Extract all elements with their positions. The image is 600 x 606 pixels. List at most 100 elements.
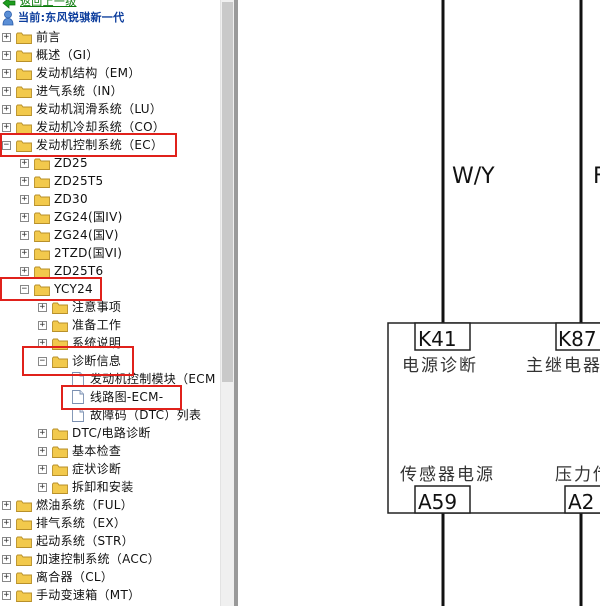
expand-toggle-icon[interactable]: + [38, 446, 47, 456]
expand-toggle-icon[interactable]: + [38, 320, 47, 330]
tree-folder-item[interactable]: + 起动系统（STR） [0, 532, 220, 550]
collapse-toggle-icon[interactable]: − [20, 284, 29, 294]
tree-item-label[interactable]: 燃油系统（FUL） [36, 498, 134, 512]
tree-item-label[interactable]: 概述（GI） [36, 48, 99, 62]
expand-toggle-icon[interactable]: + [2, 500, 11, 510]
collapse-toggle-icon[interactable]: − [2, 140, 11, 150]
tree-item-label[interactable]: 发动机结构（EM） [36, 66, 141, 80]
expand-toggle-icon[interactable]: + [20, 212, 29, 222]
tree-folder-item[interactable]: − 发动机控制系统（EC） [0, 136, 220, 154]
scrollbar-thumb[interactable] [222, 2, 233, 382]
back-link-label[interactable]: 返回上一级 [20, 0, 77, 8]
tree-folder-item[interactable]: + ZD25 [0, 154, 220, 172]
tree-item-label[interactable]: 拆卸和安装 [72, 480, 134, 494]
tree-folder-item[interactable]: + 进气系统（IN） [0, 82, 220, 100]
tree-item-label[interactable]: 起动系统（STR） [36, 534, 134, 548]
expand-toggle-icon[interactable]: + [20, 158, 29, 168]
folder-icon [34, 193, 50, 206]
tree-item-label[interactable]: 加速控制系统（ACC） [36, 552, 161, 566]
tree-folder-item[interactable]: − 诊断信息 [0, 352, 220, 370]
tree-item-label[interactable]: ZD25 [54, 156, 88, 170]
tree-doc-item[interactable]: 线路图-ECM- [0, 388, 220, 406]
expand-toggle-icon[interactable]: + [2, 86, 11, 96]
tree-scrollbar[interactable] [220, 0, 234, 606]
folder-icon [16, 67, 32, 80]
collapse-toggle-icon[interactable]: − [38, 356, 47, 366]
tree-folder-item[interactable]: + 离合器（CL） [0, 568, 220, 586]
open-folder-icon [16, 139, 32, 152]
folder-icon [16, 517, 32, 530]
tree-folder-item[interactable]: + 排气系统（EX） [0, 514, 220, 532]
expand-toggle-icon[interactable]: + [2, 68, 11, 78]
tree-item-label[interactable]: 进气系统（IN） [36, 84, 123, 98]
expand-toggle-icon[interactable]: + [2, 122, 11, 132]
tree-folder-item[interactable]: − YCY24 [0, 280, 220, 298]
tree-item-label[interactable]: ZD25T5 [54, 174, 104, 188]
folder-icon [34, 265, 50, 278]
tree-item-label[interactable]: 诊断信息 [72, 354, 122, 368]
expand-toggle-icon[interactable]: + [2, 50, 11, 60]
tree-folder-item[interactable]: + ZG24(国IV) [0, 208, 220, 226]
tree-doc-item[interactable]: 故障码（DTC）列表 [0, 406, 220, 424]
folder-icon [34, 175, 50, 188]
tree-folder-item[interactable]: + 症状诊断 [0, 460, 220, 478]
expand-toggle-icon[interactable]: + [20, 266, 29, 276]
tree-item-label[interactable]: ZG24(国V) [54, 228, 119, 242]
tree-folder-item[interactable]: + 手动变速箱（MT） [0, 586, 220, 604]
tree-folder-item[interactable]: + ZD25T5 [0, 172, 220, 190]
expand-toggle-icon[interactable]: + [20, 194, 29, 204]
tree-folder-item[interactable]: + 燃油系统（FUL） [0, 496, 220, 514]
tree-item-label[interactable]: DTC/电路诊断 [72, 426, 151, 440]
tree-folder-item[interactable]: + 加速控制系统（ACC） [0, 550, 220, 568]
tree-item-label[interactable]: 线路图-ECM- [90, 390, 164, 404]
tree-item-label[interactable]: 发动机冷却系统（CO） [36, 120, 166, 134]
highlight-wiring [61, 385, 182, 410]
tree-item-label[interactable]: 手动变速箱（MT） [36, 588, 141, 602]
pane-splitter[interactable] [234, 0, 238, 606]
expand-toggle-icon[interactable]: + [2, 554, 11, 564]
expand-toggle-icon[interactable]: + [38, 482, 47, 492]
expand-toggle-icon[interactable]: + [20, 248, 29, 258]
tree-item-label[interactable]: 注意事项 [72, 300, 122, 314]
tree-folder-item[interactable]: +2TZD(国VI) [0, 244, 220, 262]
tree-item-label[interactable]: 故障码（DTC）列表 [90, 408, 202, 422]
tree-folder-item[interactable]: + 注意事项 [0, 298, 220, 316]
tree-item-label[interactable]: 前言 [36, 30, 61, 44]
tree-folder-item[interactable]: + 发动机结构（EM） [0, 64, 220, 82]
tree-folder-item[interactable]: + 拆卸和安装 [0, 478, 220, 496]
expand-toggle-icon[interactable]: + [2, 104, 11, 114]
expand-toggle-icon[interactable]: + [2, 32, 11, 42]
expand-toggle-icon[interactable]: + [38, 464, 47, 474]
expand-toggle-icon[interactable]: + [38, 302, 47, 312]
pin-k41: K41 [418, 327, 457, 351]
tree-item-label[interactable]: ZD25T6 [54, 264, 104, 278]
tree-item-label[interactable]: 排气系统（EX） [36, 516, 127, 530]
tree-item-label[interactable]: 2TZD(国VI) [54, 246, 123, 260]
tree-item-label[interactable]: YCY24 [54, 282, 93, 296]
expand-toggle-icon[interactable]: + [20, 176, 29, 186]
tree-folder-item[interactable]: + 概述（GI） [0, 46, 220, 64]
expand-toggle-icon[interactable]: + [20, 230, 29, 240]
tree-folder-item[interactable]: + ZG24(国V) [0, 226, 220, 244]
expand-toggle-icon[interactable]: + [2, 518, 11, 528]
tree-folder-item[interactable]: + 发动机润滑系统（LU） [0, 100, 220, 118]
tree-folder-item[interactable]: + ZD30 [0, 190, 220, 208]
tree-item-label[interactable]: 离合器（CL） [36, 570, 114, 584]
tree-item-label[interactable]: 准备工作 [72, 318, 122, 332]
expand-toggle-icon[interactable]: + [2, 590, 11, 600]
tree-item-label[interactable]: ZG24(国IV) [54, 210, 123, 224]
tree-item-label[interactable]: 基本检查 [72, 444, 122, 458]
tree-item-label[interactable]: ZD30 [54, 192, 88, 206]
tree-item-label[interactable]: 发动机润滑系统（LU） [36, 102, 163, 116]
tree-folder-item[interactable]: + 前言 [0, 28, 220, 46]
expand-toggle-icon[interactable]: + [2, 572, 11, 582]
tree-folder-item[interactable]: + DTC/电路诊断 [0, 424, 220, 442]
tree-folder-item[interactable]: + 发动机冷却系统（CO） [0, 118, 220, 136]
tree-folder-item[interactable]: + 基本检查 [0, 442, 220, 460]
tree-folder-item[interactable]: + 准备工作 [0, 316, 220, 334]
expand-toggle-icon[interactable]: + [38, 428, 47, 438]
tree-folder-item[interactable]: + ZD25T6 [0, 262, 220, 280]
expand-toggle-icon[interactable]: + [2, 536, 11, 546]
tree-item-label[interactable]: 症状诊断 [72, 462, 122, 476]
tree-item-label[interactable]: 发动机控制系统（EC） [36, 138, 164, 152]
